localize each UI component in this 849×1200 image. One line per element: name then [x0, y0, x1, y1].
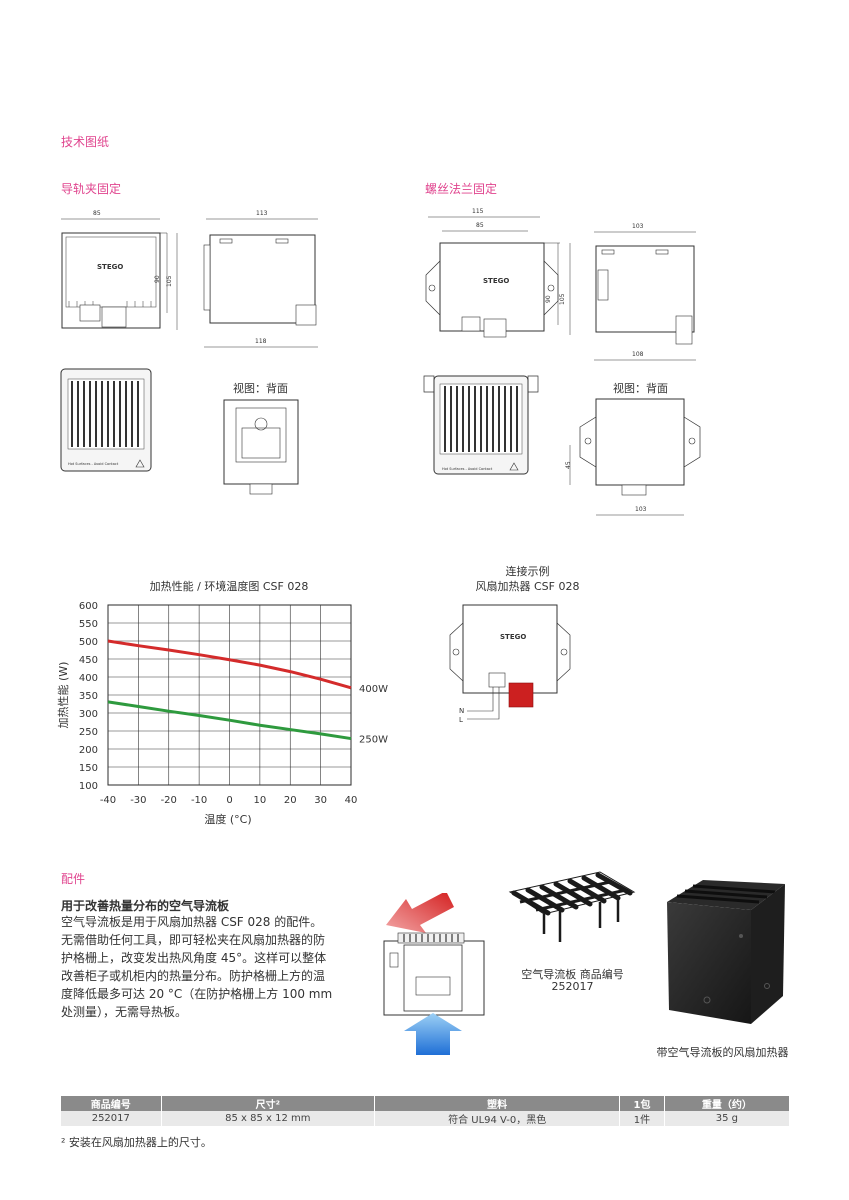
- chart-y-tick-label: 450: [79, 655, 98, 666]
- brand-logo-flange: STEGO: [483, 277, 509, 285]
- drawing-din-side: 113 118: [203, 210, 318, 348]
- chart-y-axis-label: 加热性能 (W): [56, 662, 70, 729]
- dim-108: 108: [632, 351, 644, 358]
- cell-weight: 35 g: [663, 1111, 789, 1126]
- chart-x-axis-label: 温度 (°C): [204, 812, 251, 826]
- chart-y-tick-label: 200: [79, 745, 98, 756]
- description-line: 度降低最多可达 20 °C（在防护格栅上方 100 mm: [61, 987, 333, 1001]
- connector-plug: [508, 682, 534, 708]
- heading-screw-flange-mounting: 螺丝法兰固定: [425, 182, 498, 196]
- dim-105: 105: [166, 275, 173, 287]
- th-pack: 1包: [619, 1096, 665, 1111]
- warning-triangle-icon: [509, 462, 519, 471]
- heading-din-rail-mounting: 导轨夹固定: [61, 182, 122, 196]
- th-weight: 重量（约）: [663, 1096, 789, 1111]
- chart-series-line-250W: [107, 700, 352, 741]
- description-line: 处测量），无需导热板。: [61, 1005, 188, 1019]
- drawing-din-top-grille: Hot Surfaces - Avoid Contact: [60, 368, 152, 472]
- warning-text-flange: Hot Surfaces - Avoid Contact: [442, 467, 493, 471]
- chart-x-tick-label: 0: [226, 795, 232, 806]
- cell-dimensions: 85 x 85 x 12 mm: [160, 1111, 375, 1126]
- th-dimensions: 尺寸²: [160, 1096, 375, 1111]
- warning-triangle-icon: [135, 459, 145, 468]
- drawing-flange-top-grille: Hot Surfaces - Avoid Contact: [423, 375, 539, 475]
- dim-90-flange: 90: [545, 295, 552, 303]
- drawing-flange-back: 45 103: [565, 398, 701, 516]
- connection-title-line2: 风扇加热器 CSF 028: [475, 580, 580, 593]
- chart-x-tick-label: 20: [284, 795, 297, 806]
- brand-logo-connection: STEGO: [500, 633, 526, 641]
- chart-series-label: 400W: [359, 684, 388, 695]
- label-view-back-din: 视图：背面: [233, 382, 288, 395]
- chart-x-tick-label: 10: [254, 795, 267, 806]
- chart-x-tick-label: 40: [345, 795, 358, 806]
- chart-x-tick-label: -40: [100, 795, 116, 806]
- section-title-technical-drawings: 技术图纸: [61, 135, 110, 149]
- chart-y-tick-label: 100: [79, 781, 98, 792]
- drawing-din-back: [223, 399, 299, 495]
- chart-y-tick-label: 150: [79, 763, 98, 774]
- dim-45: 45: [565, 461, 572, 469]
- dim-103: 103: [632, 223, 644, 230]
- chart-y-tick-label: 500: [79, 637, 98, 648]
- wire-label-n: N: [459, 707, 464, 715]
- drawing-flange-front: 115 85 STEGO 90 105: [425, 208, 571, 338]
- cell-plastic: 符合 UL94 V-0，黑色: [374, 1111, 620, 1126]
- connection-diagram: STEGO N L: [449, 604, 571, 724]
- dim-118: 118: [255, 338, 267, 345]
- air-guide-grid-image: [508, 871, 636, 942]
- chart-series-label: 250W: [359, 735, 388, 746]
- label-view-back-flange: 视图：背面: [613, 382, 668, 395]
- chart-series-line-400W: [107, 639, 352, 690]
- th-plastic: 塑料: [374, 1096, 620, 1111]
- description-line: 改善柜子或机柜内的热量分布。防护格栅上方的温: [61, 969, 326, 983]
- dim-85: 85: [93, 210, 101, 217]
- footnote: ² 安装在风扇加热器上的尺寸。: [61, 1136, 212, 1149]
- grid-caption-line2: 252017: [551, 980, 594, 993]
- dim-103-back: 103: [635, 506, 647, 513]
- chart-y-tick-label: 300: [79, 709, 98, 720]
- accessory-description: 空气导流板是用于风扇加热器 CSF 028 的配件。 无需借助任何工具，即可轻松…: [61, 913, 361, 1021]
- dim-85-flange: 85: [476, 222, 484, 229]
- accessory-subtitle: 用于改善热量分布的空气导流板: [61, 899, 230, 913]
- chart-x-tick-label: 30: [314, 795, 327, 806]
- table-row: 252017 85 x 85 x 12 mm 符合 UL94 V-0，黑色 1件…: [61, 1111, 789, 1126]
- cell-article-number: 252017: [61, 1111, 162, 1126]
- cold-air-arrow-icon: [404, 1013, 462, 1055]
- chart-y-tick-label: 250: [79, 727, 98, 738]
- dim-105-flange: 105: [559, 293, 566, 305]
- wire-label-l: L: [459, 716, 463, 724]
- heater-caption: 带空气导流板的风扇加热器: [656, 1046, 789, 1059]
- chart-y-tick-label: 400: [79, 673, 98, 684]
- brand-logo: STEGO: [97, 263, 123, 271]
- heater-with-air-guide-image: [667, 880, 785, 1024]
- dim-113: 113: [256, 210, 268, 217]
- chart-title: 加热性能 / 环境温度图 CSF 028: [149, 580, 309, 593]
- drawing-flange-side: 103 108: [594, 223, 696, 361]
- description-line: 空气导流板是用于风扇加热器 CSF 028 的配件。: [61, 915, 323, 929]
- chart-y-tick-label: 550: [79, 619, 98, 630]
- chart-x-tick-label: -20: [161, 795, 177, 806]
- description-line: 护格栅上，改变发出热风角度 45°。这样可以整体: [61, 951, 327, 965]
- dim-115: 115: [472, 208, 484, 215]
- airflow-diagram: [383, 893, 485, 1055]
- cell-pack: 1件: [619, 1111, 665, 1126]
- chart-x-tick-label: -30: [130, 795, 146, 806]
- section-title-accessories: 配件: [61, 872, 86, 886]
- th-article-number: 商品编号: [61, 1096, 162, 1111]
- spec-table: 商品编号 尺寸² 塑料 1包 重量（约） 252017 85 x 85 x 12…: [61, 1096, 789, 1126]
- warning-text: Hot Surfaces - Avoid Contact: [68, 462, 119, 466]
- description-line: 无需借助任何工具，即可轻松夹在风扇加热器的防: [61, 933, 326, 947]
- grid-caption-line1: 空气导流板 商品编号: [521, 968, 624, 981]
- hot-air-arrow-icon: [386, 893, 454, 933]
- chart-y-tick-label: 600: [79, 601, 98, 612]
- drawing-din-front: 85 STEGO 90 105: [61, 210, 178, 330]
- chart-x-tick-label: -10: [191, 795, 207, 806]
- chart-y-tick-label: 350: [79, 691, 98, 702]
- dim-90: 90: [154, 275, 161, 283]
- table-header-row: 商品编号 尺寸² 塑料 1包 重量（约）: [61, 1096, 789, 1111]
- connection-title-line1: 连接示例: [505, 565, 550, 578]
